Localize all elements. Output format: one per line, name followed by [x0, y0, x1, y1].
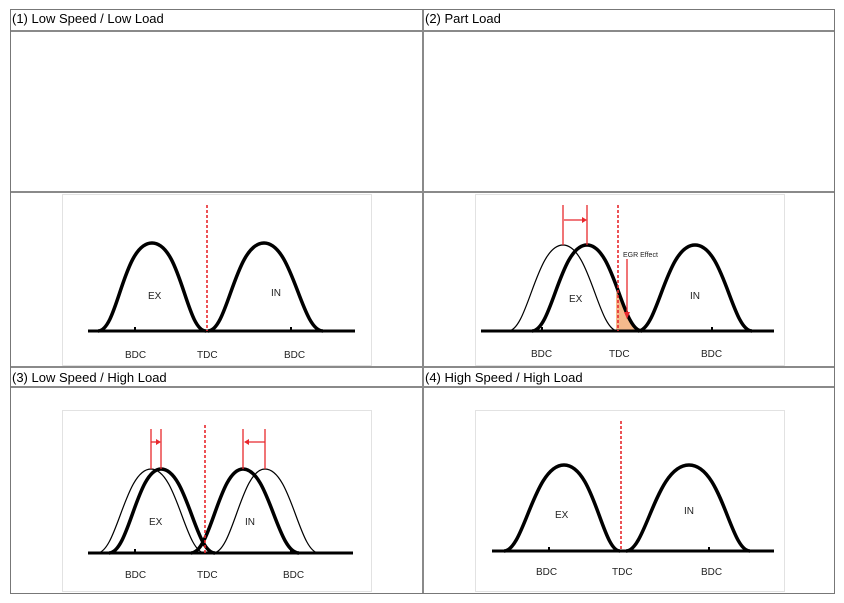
- column-divider: [422, 10, 424, 593]
- valve-timing-table: [10, 9, 835, 594]
- diagram-low-speed-high-load: EX IN BDC TDC BDC: [62, 410, 372, 592]
- shift-arrow-head: [244, 439, 249, 445]
- in-label: IN: [684, 506, 694, 517]
- cell-title-low-speed-low-load: (1) Low Speed / Low Load: [12, 11, 164, 26]
- bdc-label: BDC: [701, 567, 722, 578]
- intake-valve-curve-advanced: [190, 467, 300, 555]
- intake-valve-curve: [625, 463, 751, 553]
- bdc-label: BDC: [536, 567, 557, 578]
- shift-arrow-head: [156, 439, 161, 445]
- bdc-label: BDC: [125, 570, 146, 581]
- diagram-low-speed-low-load: EX IN BDC TDC BDC: [62, 194, 372, 366]
- tdc-label: TDC: [197, 350, 218, 361]
- diagram-high-speed-high-load: EX IN BDC TDC BDC: [475, 410, 785, 592]
- intake-valve-curve: [637, 243, 753, 333]
- bdc-label: BDC: [701, 349, 722, 360]
- tdc-label: TDC: [609, 349, 630, 360]
- bdc-label: BDC: [283, 570, 304, 581]
- egr-effect-label: EGR Effect: [623, 252, 658, 259]
- shift-arrow-head: [582, 217, 587, 223]
- intake-valve-curve: [207, 241, 324, 333]
- cell-title-part-load: (2) Part Load: [425, 11, 501, 26]
- in-label: IN: [271, 288, 281, 299]
- ex-label: EX: [148, 291, 162, 302]
- cell-title-high-speed-high-load: (4) High Speed / High Load: [425, 370, 583, 385]
- exhaust-valve-curve-original: [507, 244, 619, 332]
- ex-label: EX: [555, 510, 569, 521]
- exhaust-valve-curve: [503, 463, 621, 553]
- in-label: IN: [690, 291, 700, 302]
- ex-label: EX: [149, 517, 163, 528]
- row-divider: [11, 30, 834, 32]
- egr-arrow-head: [624, 312, 630, 319]
- exhaust-valve-curve: [97, 241, 207, 333]
- row-divider: [11, 366, 834, 368]
- ex-label: EX: [569, 294, 583, 305]
- egr-overlap-area: [616, 291, 640, 331]
- bdc-label: BDC: [531, 349, 552, 360]
- row-divider: [11, 191, 834, 193]
- in-label: IN: [245, 517, 255, 528]
- tdc-label: TDC: [197, 570, 218, 581]
- cell-title-low-speed-high-load: (3) Low Speed / High Load: [12, 370, 167, 385]
- diagram-part-load: EGR Effect EX IN BDC TDC BDC: [475, 194, 785, 366]
- tdc-label: TDC: [612, 567, 633, 578]
- exhaust-valve-curve-retarded: [108, 467, 216, 555]
- row-divider: [11, 386, 834, 388]
- bdc-label: BDC: [125, 350, 146, 361]
- bdc-label: BDC: [284, 350, 305, 361]
